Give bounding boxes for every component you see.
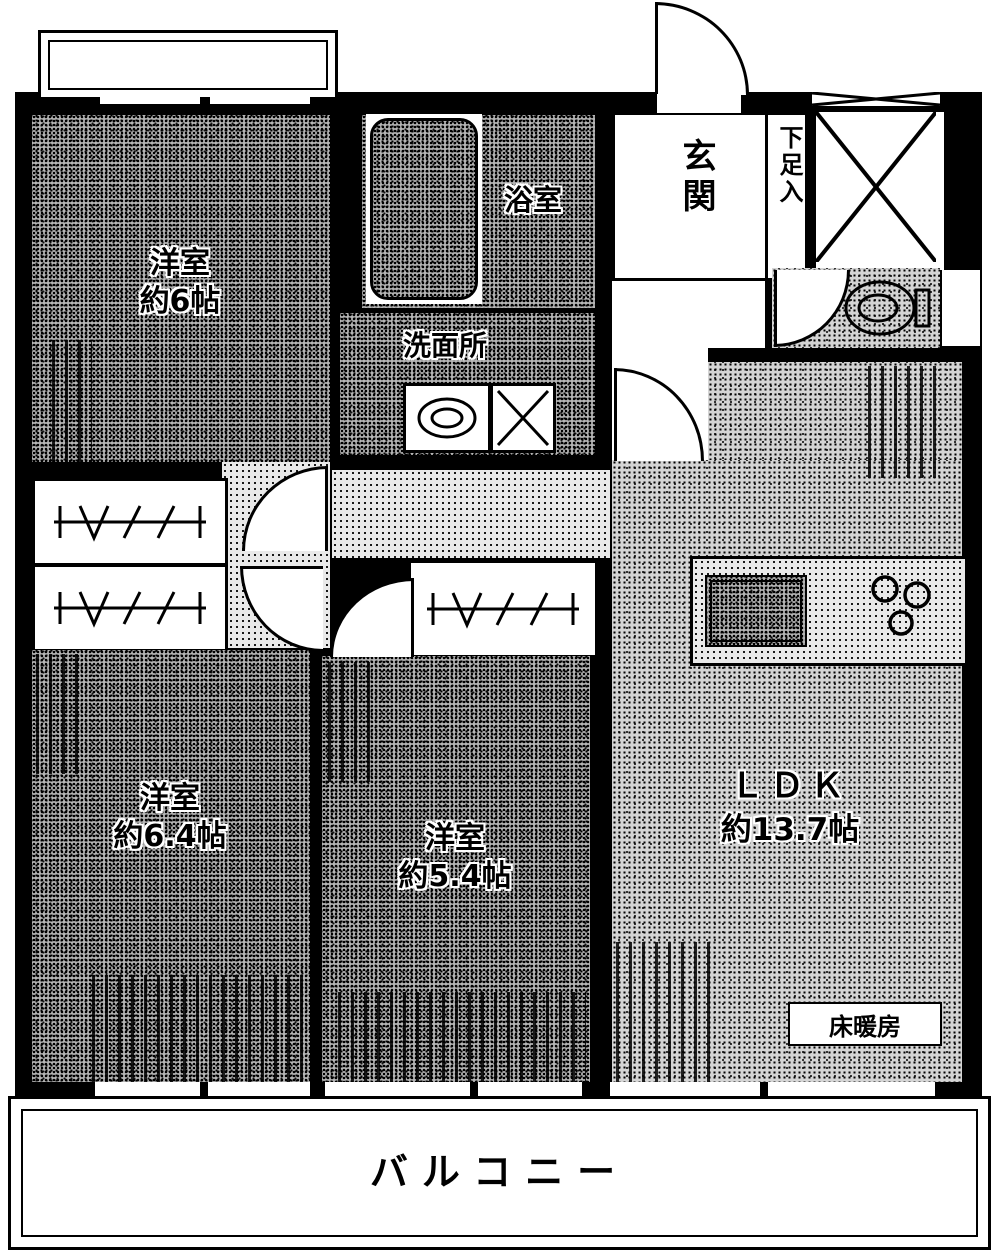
- kitchen-sink: [705, 575, 807, 647]
- bedroom1-name: 洋室: [150, 246, 210, 281]
- room-label-shoe: 下足入: [772, 125, 807, 206]
- window-balcony-5: [610, 1082, 760, 1098]
- room-label-bath: 浴室: [478, 182, 588, 218]
- ldk-name: ＬＤＫ: [730, 766, 850, 806]
- doorway-entrance-gap: [657, 94, 741, 113]
- shaft-box: [812, 108, 948, 274]
- hatch-ldk-topright: [868, 366, 940, 478]
- window-toilet: [942, 270, 980, 346]
- room-bedroom1: [32, 115, 330, 462]
- bedroom2-size: 約6.4帖: [113, 818, 227, 854]
- bathtub-icon: [370, 118, 478, 300]
- bedroom2-name: 洋室: [140, 781, 200, 816]
- bedroom3-name: 洋室: [425, 821, 485, 856]
- window-top-2: [210, 95, 310, 104]
- bathtub-surround: [366, 114, 482, 304]
- window-balcony-3: [325, 1082, 470, 1098]
- toilet-icon: [844, 280, 931, 336]
- closet-3: [408, 560, 598, 658]
- shaft-strip: [812, 92, 940, 106]
- window-balcony-6: [768, 1082, 935, 1098]
- door-entrance: [655, 2, 749, 95]
- window-top-1: [100, 95, 200, 104]
- washer-x-icon: [496, 389, 550, 447]
- room-shoe-storage: [768, 115, 805, 278]
- kitchen-counter: [690, 556, 968, 666]
- closet-hanger-icon: [427, 592, 579, 629]
- shaft-strip-x-icon: [812, 92, 940, 106]
- hatch-bedroom2-left: [36, 654, 82, 774]
- washbasin: [403, 383, 491, 453]
- room-label-bedroom2: 洋室 約6.4帖: [55, 780, 285, 855]
- hatch-ldk-bottomleft: [616, 942, 714, 1082]
- entrance-name: 玄関: [676, 138, 716, 218]
- hatch-bedroom3-bottom: [338, 992, 586, 1082]
- top-alcove: [38, 30, 338, 100]
- room-label-ldk: ＬＤＫ 約13.7帖: [660, 765, 920, 850]
- closet-1: [32, 478, 228, 566]
- room-label-washroom: 洗面所: [345, 328, 545, 363]
- hatch-bedroom2-bottom: [92, 975, 304, 1082]
- entrance-step-line: [615, 278, 765, 281]
- ldk-size: 約13.7帖: [720, 811, 860, 848]
- floor-heating-label: 床暖房: [829, 1012, 901, 1041]
- washing-machine: [490, 383, 556, 453]
- entrance-hall: [612, 281, 765, 348]
- room-label-entrance: 玄関: [672, 138, 721, 218]
- room-entrance: [615, 115, 765, 278]
- window-balcony-4: [478, 1082, 582, 1098]
- bedroom3-size: 約5.4帖: [398, 858, 512, 894]
- washroom-name: 洗面所: [402, 329, 487, 362]
- closet-hanger-icon: [54, 505, 206, 542]
- bath-name: 浴室: [503, 183, 562, 217]
- shoe-name: 下足入: [775, 125, 803, 206]
- balcony: バルコニー: [8, 1096, 991, 1250]
- bedroom1-size: 約6帖: [139, 283, 221, 319]
- closet-hanger-icon: [54, 591, 206, 628]
- window-balcony-2: [208, 1082, 310, 1098]
- room-label-bedroom1: 洋室 約6帖: [80, 245, 280, 320]
- window-balcony-1: [95, 1082, 200, 1098]
- room-label-bedroom3: 洋室 約5.4帖: [340, 820, 570, 895]
- stove-burners-icon: [871, 575, 931, 636]
- hatch-bedroom3-left: [328, 662, 370, 782]
- closet-2: [32, 564, 228, 652]
- sink-oval-icon: [417, 397, 477, 439]
- floor-heating-box: 床暖房: [788, 1002, 942, 1046]
- corridor-main: [332, 470, 610, 558]
- hatch-bedroom1: [52, 340, 92, 462]
- balcony-label: バルコニー: [11, 1141, 988, 1196]
- shaft-x-icon: [816, 112, 936, 262]
- balcony-name: バルコニー: [369, 1150, 630, 1194]
